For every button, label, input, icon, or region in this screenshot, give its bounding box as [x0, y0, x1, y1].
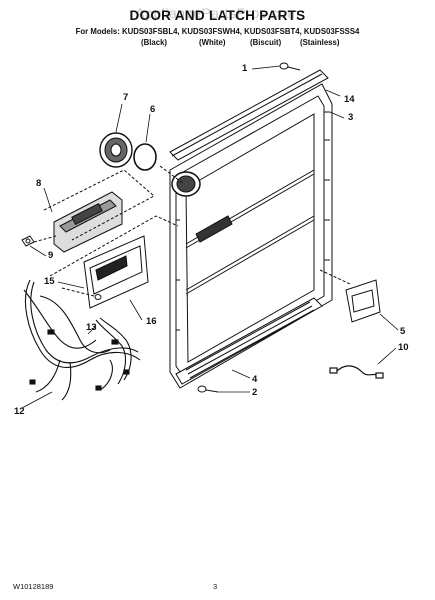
screw-top: [279, 62, 301, 71]
callout-10: 10: [398, 342, 409, 353]
callout-1: 1: [242, 63, 248, 74]
wiring-harness: [23, 279, 141, 401]
callout-2: 2: [252, 387, 258, 398]
bottom-vent-strip: [175, 297, 323, 385]
callout-12: 12: [14, 406, 25, 417]
callout-4: 4: [252, 374, 258, 385]
callout-leaders: [21, 65, 399, 409]
color-label-biscuit: (Biscuit): [250, 38, 282, 47]
dispenser-cap: [99, 132, 133, 168]
callout-13: 13: [86, 322, 97, 333]
callout-14: 14: [344, 94, 355, 105]
callout-8: 8: [36, 178, 42, 189]
top-trim-strip: [169, 69, 329, 161]
control-panel-cover: [83, 235, 149, 309]
hinge-bracket: [345, 279, 381, 323]
models-line: For Models: KUDS03FSBL4, KUDS03FSWH4, KU…: [75, 27, 360, 36]
callout-16: 16: [146, 316, 157, 327]
callout-15: 15: [44, 276, 55, 287]
callout-5: 5: [400, 326, 406, 337]
latch-nut: [21, 235, 35, 247]
callout-6: 6: [150, 104, 156, 115]
latch-assembly: [53, 191, 123, 253]
door-cable: [329, 365, 384, 379]
dispenser-gasket: [133, 143, 157, 171]
callout-9: 9: [48, 250, 54, 261]
page-title: DOOR AND LATCH PARTS: [129, 8, 306, 23]
callout-3: 3: [348, 112, 354, 123]
panel-screw: [94, 294, 102, 300]
doc-number: W10128189: [13, 582, 54, 591]
color-label-black: (Black): [141, 38, 167, 47]
color-label-white: (White): [199, 38, 226, 47]
watermark-text: AppliancePartsPros.com: [135, 5, 300, 21]
page-number: 3: [213, 582, 218, 591]
color-label-stainless: (Stainless): [300, 38, 340, 47]
screw-bottom: [197, 385, 219, 393]
callout-7: 7: [123, 92, 129, 103]
